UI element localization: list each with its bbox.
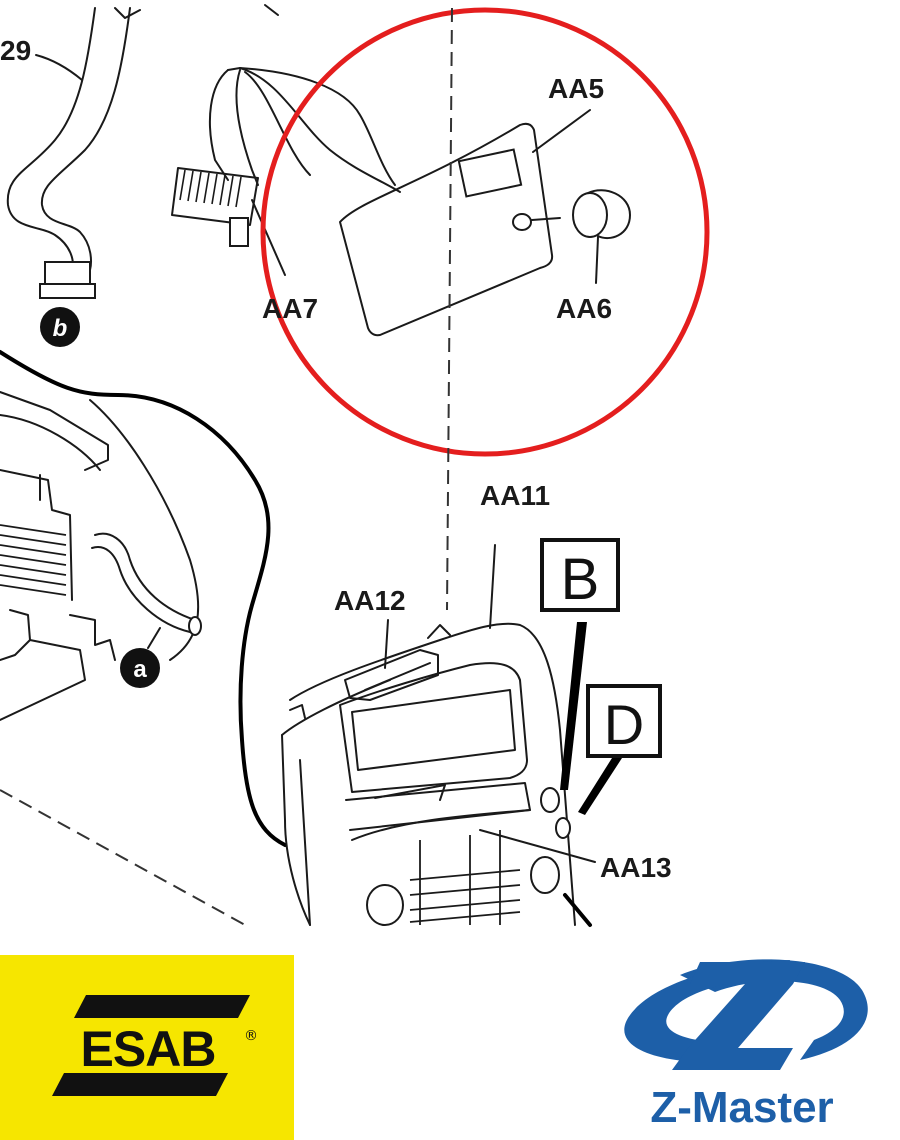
box-d-label: D — [604, 693, 644, 756]
label-aa7: AA7 — [262, 293, 318, 324]
ribbon-cable-aa7 — [171, 67, 401, 276]
box-d: D — [586, 684, 662, 758]
display-panel-aa5 — [339, 109, 591, 337]
chassis-left — [0, 350, 287, 847]
zmaster-logo-text: Z-Master — [650, 1083, 833, 1132]
esab-logo: ESAB ® — [0, 955, 294, 1140]
label-aa13: AA13 — [600, 852, 672, 883]
zmaster-logo: Z-Master — [624, 959, 868, 1132]
knob-aa6 — [572, 189, 631, 284]
esab-logo-text: ESAB — [81, 1021, 216, 1077]
box-b: B — [540, 538, 620, 612]
front-panel-housing — [281, 544, 622, 927]
label-aa12: AA12 — [334, 585, 406, 616]
marker-b: b — [40, 307, 80, 347]
marker-b-label: b — [53, 315, 68, 342]
esab-registered-mark: ® — [244, 1028, 258, 1044]
label-aa6: AA6 — [556, 293, 612, 324]
label-aa11: AA11 — [480, 480, 550, 511]
label-part-29: 29 — [0, 35, 31, 66]
axis-line — [446, 7, 453, 611]
box-b-label: B — [561, 547, 600, 612]
marker-a-label: a — [133, 656, 147, 683]
highlight-circle — [260, 7, 710, 457]
marker-a: a — [120, 648, 160, 688]
ribbon-cable-29 — [6, 4, 279, 299]
label-aa5: AA5 — [548, 73, 604, 104]
dashed-guide-line — [0, 789, 246, 926]
